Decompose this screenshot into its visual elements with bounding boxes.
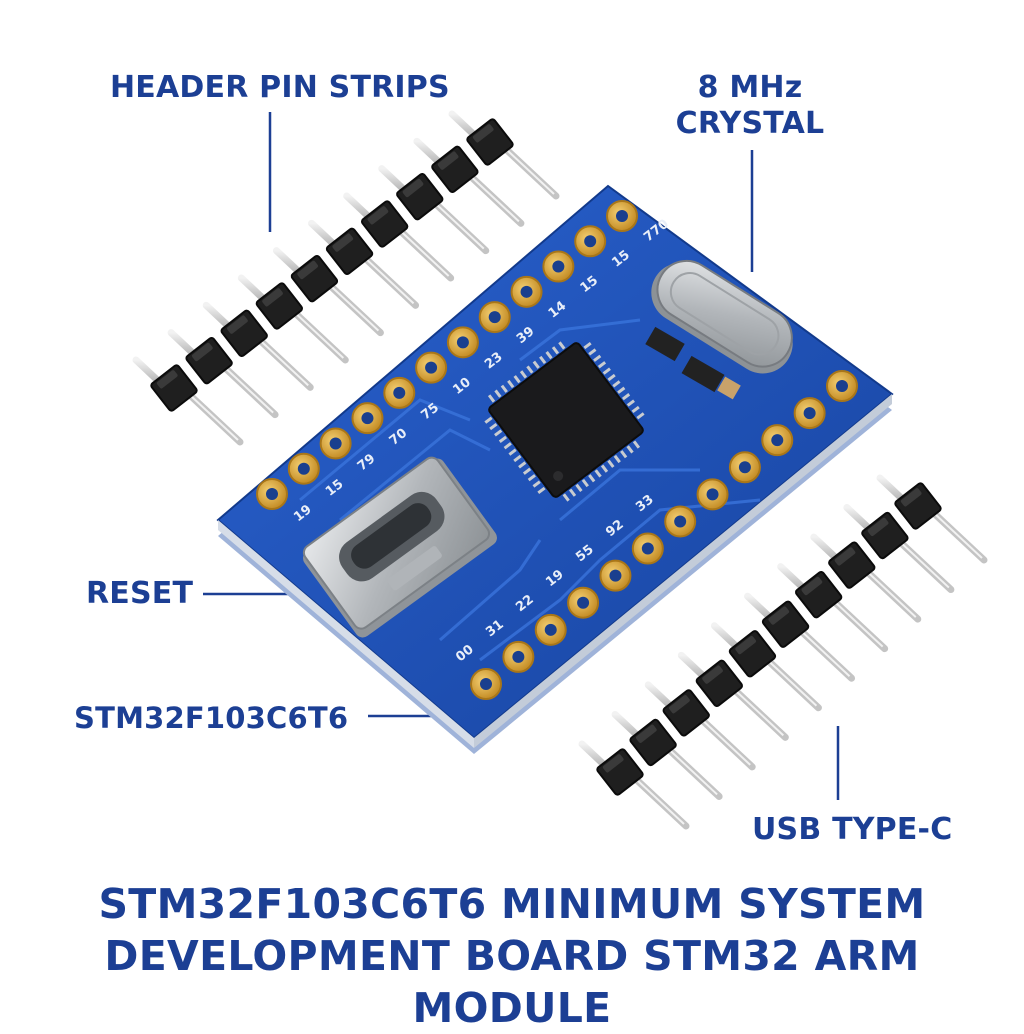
header-pin bbox=[413, 137, 525, 227]
gold-pad bbox=[287, 452, 320, 485]
gold-pad bbox=[319, 427, 352, 460]
product-title: STM32F103C6T6 MINIMUM SYSTEM DEVELOPMENT… bbox=[0, 878, 1024, 1034]
gold-pad bbox=[606, 200, 638, 232]
header-pin bbox=[237, 274, 349, 364]
header-pin bbox=[578, 740, 690, 830]
gold-pad bbox=[761, 424, 794, 457]
gold-pad bbox=[631, 532, 664, 565]
header-pin-strip bbox=[132, 110, 560, 446]
header-pin bbox=[132, 356, 244, 446]
gold-pad bbox=[664, 505, 697, 538]
gold-pad-rows bbox=[256, 200, 858, 700]
header-pin bbox=[448, 110, 560, 200]
header-pin bbox=[644, 681, 756, 771]
gold-pad bbox=[415, 351, 448, 384]
crystal-oscillator-icon bbox=[651, 259, 793, 374]
usb-port-icon bbox=[302, 456, 497, 638]
header-pin bbox=[378, 165, 490, 255]
header-pin bbox=[272, 247, 384, 337]
header-pin bbox=[843, 504, 955, 594]
callout-header-pin-strips: HEADER PIN STRIPS bbox=[110, 70, 450, 105]
header-pin bbox=[876, 474, 988, 564]
gold-pad bbox=[534, 613, 567, 646]
header-pin bbox=[343, 192, 455, 282]
header-pin bbox=[710, 622, 822, 712]
gold-pad bbox=[574, 225, 607, 258]
product-title-line2: DEVELOPMENT BOARD STM32 ARM MODULE bbox=[104, 932, 920, 1032]
callout-crystal-line2: CRYSTAL bbox=[675, 106, 825, 141]
callout-reset: RESET bbox=[86, 576, 194, 611]
gold-pad bbox=[478, 301, 511, 334]
product-title-line1: STM32F103C6T6 MINIMUM SYSTEM bbox=[98, 880, 926, 928]
gold-pad bbox=[383, 376, 416, 409]
gold-pad bbox=[351, 402, 384, 435]
header-pin bbox=[777, 563, 889, 653]
gold-pad bbox=[599, 559, 632, 592]
gold-pad bbox=[826, 370, 858, 402]
gold-pad bbox=[502, 640, 535, 673]
callout-crystal: 8 MHz CRYSTAL bbox=[660, 70, 840, 142]
header-pin bbox=[308, 219, 420, 309]
header-pin bbox=[202, 301, 314, 391]
gold-pad bbox=[793, 397, 826, 430]
header-pin bbox=[744, 592, 856, 682]
callout-mcu: STM32F103C6T6 bbox=[74, 701, 349, 735]
header-pin-strip bbox=[578, 474, 988, 830]
header-pin bbox=[611, 710, 723, 800]
gold-pad bbox=[470, 668, 502, 700]
callout-leader-lines bbox=[203, 112, 840, 800]
header-pin bbox=[167, 329, 279, 419]
gold-pad bbox=[696, 478, 729, 511]
gold-pad bbox=[510, 275, 543, 308]
smd-components bbox=[645, 326, 741, 400]
pin-header-icon bbox=[132, 110, 988, 830]
gold-pad bbox=[446, 326, 479, 359]
header-pin bbox=[810, 533, 922, 623]
gold-pad bbox=[256, 478, 288, 510]
gold-pad bbox=[542, 250, 575, 283]
callout-crystal-line1: 8 MHz bbox=[697, 70, 803, 105]
header-pin bbox=[677, 651, 789, 741]
gold-pad bbox=[567, 586, 600, 619]
gold-pad bbox=[728, 451, 761, 484]
callout-usb-type-c: USB TYPE-C bbox=[752, 812, 953, 847]
